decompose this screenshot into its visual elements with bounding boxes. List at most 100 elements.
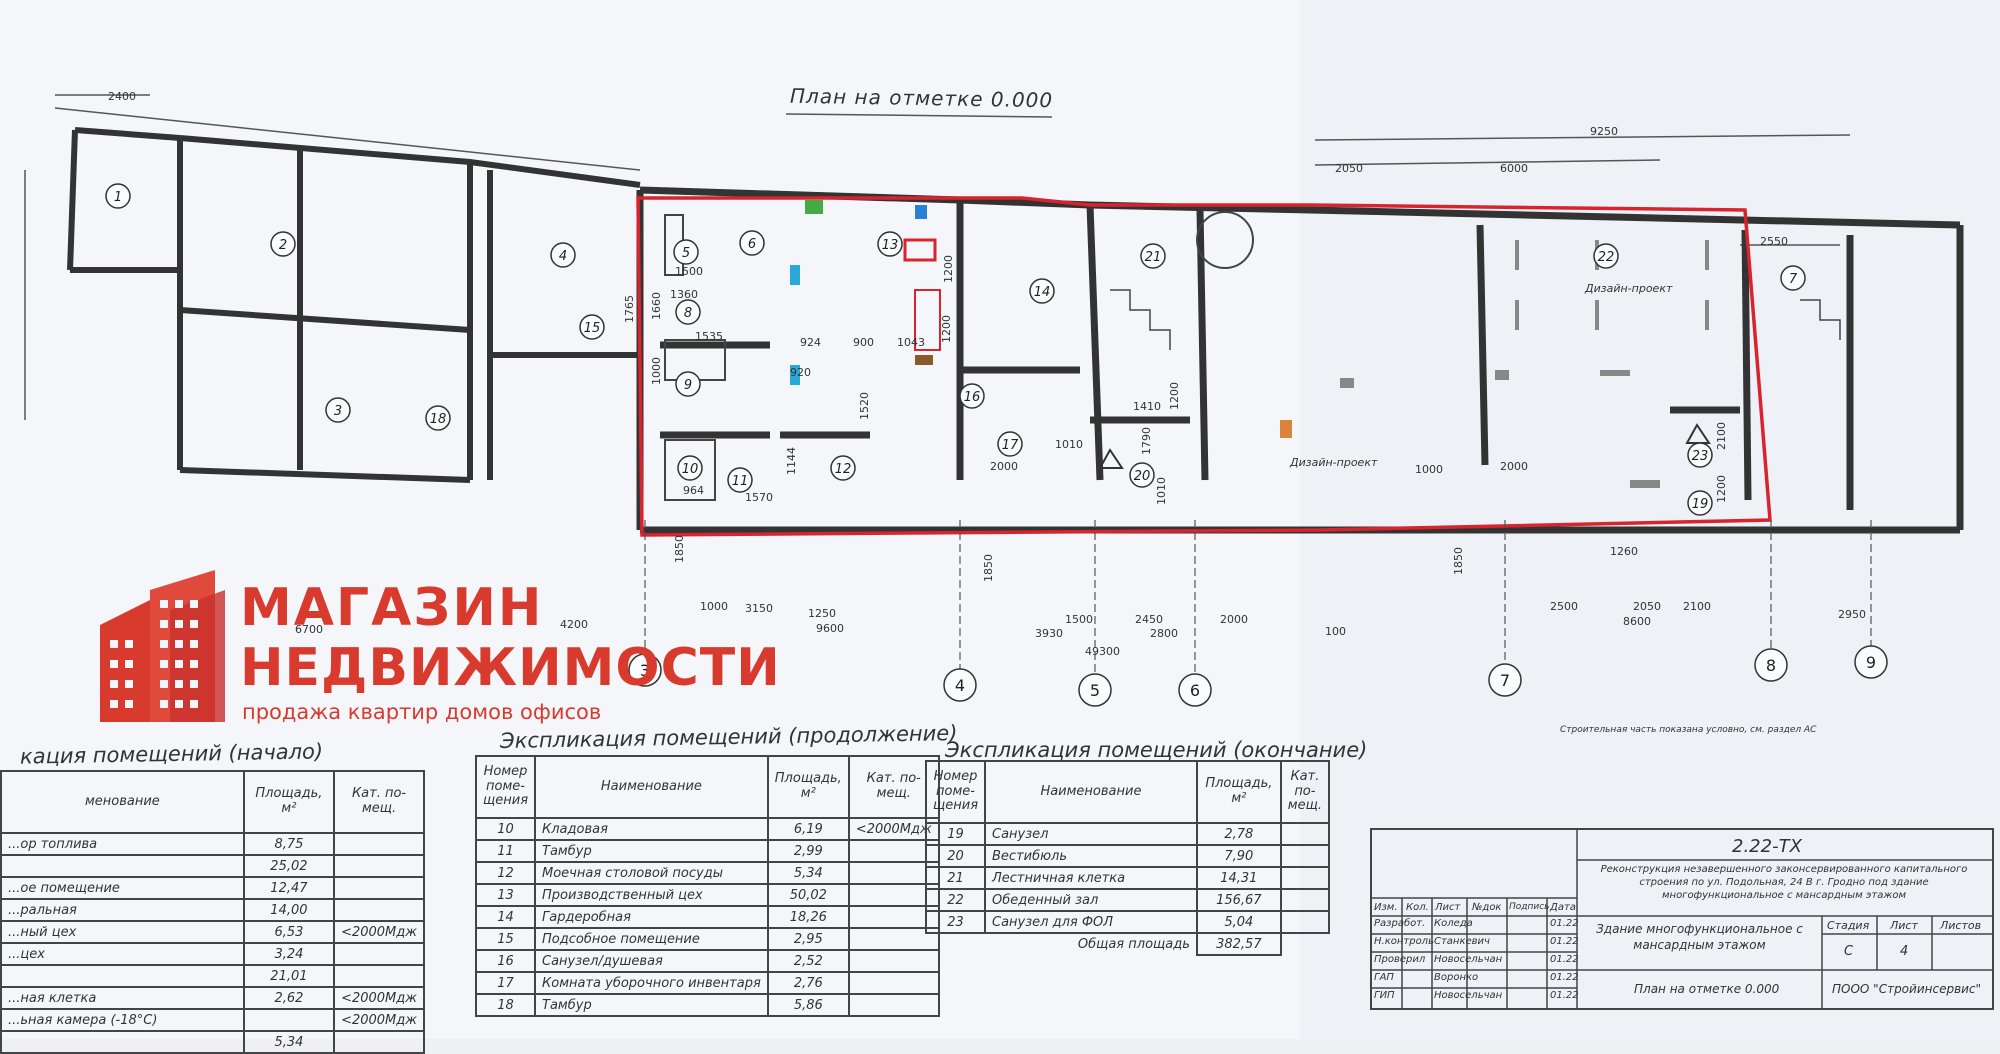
room-area: 5,34 — [766, 861, 850, 885]
inner-dim-1: 1360 — [670, 288, 698, 301]
room-name — [0, 854, 245, 878]
svg-text:1: 1 — [114, 190, 122, 205]
stamp-role: Разработ. — [1374, 918, 1426, 929]
room-number: 12 — [474, 861, 537, 885]
room-area: 14,31 — [1195, 866, 1282, 890]
stamp-person: Новосельчан — [1434, 954, 1503, 965]
zone-label-right: Дизайн-проект — [1584, 282, 1673, 295]
stamp-role: ГИП — [1374, 990, 1395, 1001]
stamp-col-izm: Изм. — [1374, 902, 1398, 913]
room-name: Санузел для ФОЛ — [984, 910, 1198, 934]
room-number: 10 — [474, 817, 537, 841]
room-category — [1279, 888, 1331, 912]
room-area: 3,24 — [242, 942, 336, 966]
svg-text:6: 6 — [1190, 681, 1200, 700]
room-marker-8: 8 — [675, 299, 701, 325]
room-category: <2000Мдж — [333, 1008, 425, 1032]
bottom-dim-18: 2100 — [1683, 600, 1711, 613]
inner-dim-8: 1520 — [858, 392, 871, 420]
logo-line-1: МАГАЗИН — [240, 578, 544, 638]
svg-text:3: 3 — [334, 404, 342, 419]
table2-header-num: Номер поме- щения — [474, 755, 537, 819]
table3-header-name: Наименование — [984, 760, 1198, 824]
inner-dim-3: 924 — [800, 336, 821, 349]
inner-dim-9: 1144 — [785, 447, 798, 475]
room-category — [333, 942, 425, 966]
stamp-date: 01.22 — [1550, 918, 1579, 929]
room-area: 12,47 — [242, 876, 336, 900]
svg-text:5: 5 — [682, 246, 690, 261]
inner-dim-4: 900 — [853, 336, 874, 349]
room-area: 7,90 — [1195, 844, 1282, 868]
room-name: Тамбур — [534, 839, 769, 863]
inner-dim-11: 1570 — [745, 491, 773, 504]
room-number: 11 — [474, 839, 537, 863]
logo-line-2: НЕДВИЖИМОСТИ — [240, 638, 781, 698]
table-row: 25,02 — [0, 854, 425, 878]
room-marker-17: 17 — [997, 431, 1023, 457]
room-explication-table-end: Номер поме- щения Наименование Площадь, … — [924, 760, 1331, 956]
inner-dim-13: 1200 — [940, 315, 953, 343]
axis-marker-4: 4 — [943, 520, 977, 702]
stamp-sheet-title: План на отметке 0.000 — [1634, 982, 1780, 996]
room-marker-14: 14 — [1029, 278, 1055, 304]
bottom-dim-5: 4200 — [560, 618, 588, 631]
room-number: 14 — [474, 905, 537, 929]
stamp-person: Воронко — [1434, 972, 1479, 983]
room-marker-15: 15 — [579, 314, 605, 340]
zone-label-left: Дизайн-проект — [1289, 456, 1378, 469]
stamp-sheet: 4 — [1900, 944, 1909, 959]
room-marker-22: 22 — [1593, 243, 1619, 269]
room-name: Тамбур — [534, 993, 769, 1017]
stamp-stage: С — [1844, 944, 1854, 959]
room-name: ...ральная — [0, 898, 245, 922]
highlighted-area-outline — [636, 196, 1772, 537]
construction-note: Строительная часть показана условно, см.… — [1560, 725, 1817, 735]
stamp-col-list: Лист — [1435, 902, 1461, 913]
stamp-person: Коледа — [1434, 918, 1473, 929]
table2-header-area: Площадь, м² — [766, 755, 850, 819]
table2-header-cat: Кат. по- мещ. — [847, 755, 940, 819]
stamp-stage-label: Стадия — [1827, 919, 1870, 932]
room-marker-1: 1 — [105, 183, 131, 209]
svg-text:18: 18 — [430, 412, 447, 427]
room-number: 17 — [474, 971, 537, 995]
stamp-col-date: Дата — [1550, 902, 1576, 913]
room-category — [333, 898, 425, 922]
axis-marker-8: 8 — [1754, 520, 1788, 682]
stamp-person: Станкевич — [1434, 936, 1490, 947]
bottom-dim-11: 2800 — [1150, 627, 1178, 640]
stamp-sheets-label: Листов — [1940, 919, 1982, 932]
room-marker-13: 13 — [877, 231, 903, 257]
bottom-dim-10: 2450 — [1135, 613, 1163, 626]
svg-text:7: 7 — [1500, 671, 1510, 690]
stamp-person: Новосельчан — [1434, 990, 1503, 1001]
inner-dim-21: 1200 — [1715, 475, 1728, 503]
stamp-col-sign: Подпись — [1509, 902, 1550, 912]
room-name — [0, 964, 245, 988]
room-name: Обеденный зал — [984, 888, 1198, 912]
stamp-date: 01.22 — [1550, 990, 1579, 1001]
svg-text:3: 3 — [640, 661, 650, 680]
inner-dim-18: 1790 — [1140, 427, 1153, 455]
stamp-role: Проверил — [1374, 954, 1426, 965]
top-dim-1: 9250 — [1590, 125, 1618, 138]
svg-text:12: 12 — [835, 462, 852, 477]
inner-dim-19: 1010 — [1155, 477, 1168, 505]
stamp-building: Здание многофункциональное с мансардным … — [1596, 922, 1803, 952]
room-marker-11: 11 — [727, 467, 753, 493]
svg-text:14: 14 — [1034, 285, 1051, 300]
stamp-date: 01.22 — [1550, 936, 1579, 947]
stamp-col-kol: Кол. — [1406, 902, 1429, 913]
room-name: Санузел — [984, 822, 1198, 846]
